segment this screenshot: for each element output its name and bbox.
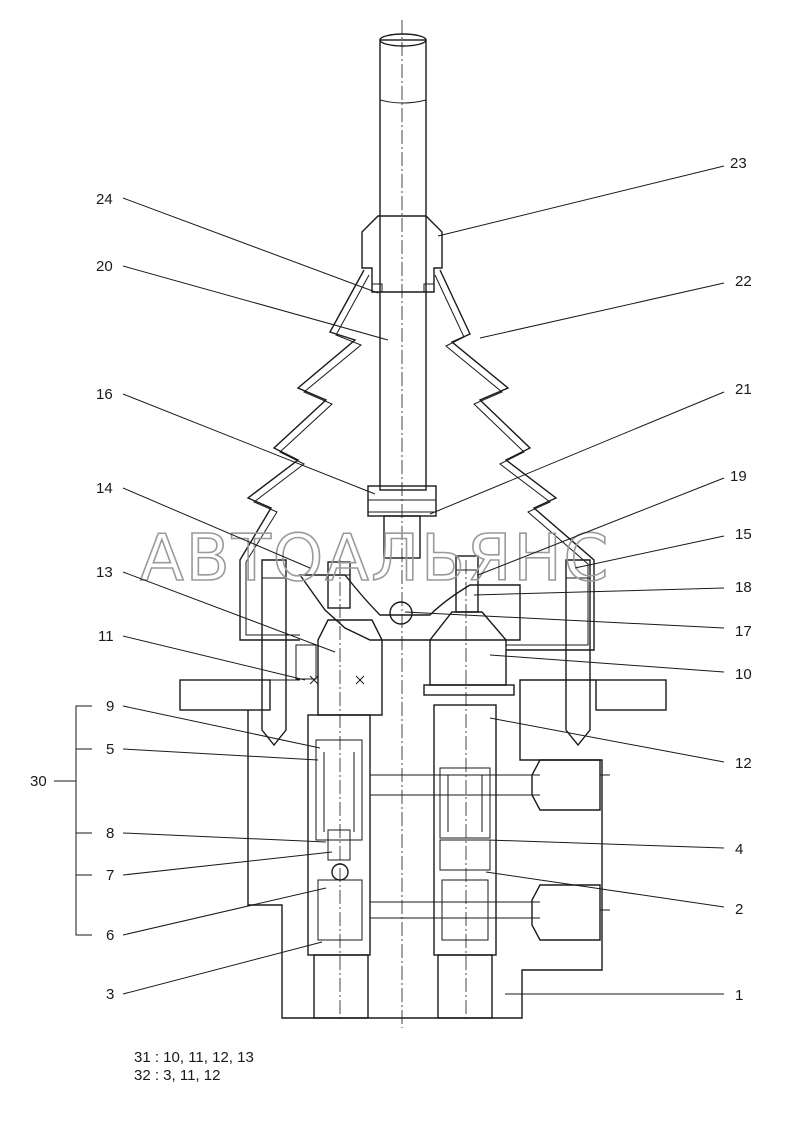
callout-7: 7	[106, 867, 114, 884]
cross-passage	[370, 774, 540, 919]
right-valve-spool	[433, 560, 497, 1020]
top-nut	[361, 215, 443, 293]
callout-2: 2	[735, 901, 743, 918]
callout-8: 8	[106, 825, 114, 842]
callout-6: 6	[106, 927, 114, 944]
callout-22: 22	[735, 273, 752, 290]
kit-note-32: 32 : 3, 11, 12	[134, 1067, 221, 1084]
callout-4: 4	[735, 841, 743, 858]
callout-11: 11	[98, 628, 114, 645]
mounting-bolts	[261, 559, 591, 747]
callout-21: 21	[735, 381, 752, 398]
callout-30: 30	[30, 773, 47, 790]
right-plunger	[423, 555, 515, 696]
callout-15: 15	[735, 526, 752, 543]
callout-3: 3	[106, 986, 114, 1003]
callout-16: 16	[96, 386, 113, 403]
left-valve-spool	[307, 560, 371, 1020]
callout-20: 20	[96, 258, 113, 275]
callout-1: 1	[735, 987, 743, 1004]
callout-9: 9	[106, 698, 114, 715]
callout-18: 18	[735, 579, 752, 596]
callout-5: 5	[106, 741, 114, 758]
kit-note-31: 31 : 10, 11, 12, 13	[134, 1049, 254, 1066]
callout-19: 19	[730, 468, 747, 485]
callout-13: 13	[96, 564, 113, 581]
rod-collar	[367, 485, 437, 559]
watermark: АВТОАЛЬЯНС	[140, 522, 610, 596]
callout-23: 23	[730, 155, 747, 172]
leader-lines	[54, 165, 725, 995]
callout-14: 14	[96, 480, 113, 497]
callout-12: 12	[735, 755, 752, 772]
side-ports	[531, 759, 610, 941]
rocker-plate	[298, 574, 521, 641]
callout-17: 17	[735, 623, 752, 640]
callout-24: 24	[96, 191, 113, 208]
mounting-flange	[179, 679, 667, 1019]
callout-10: 10	[735, 666, 752, 683]
handle-rod	[379, 33, 427, 491]
